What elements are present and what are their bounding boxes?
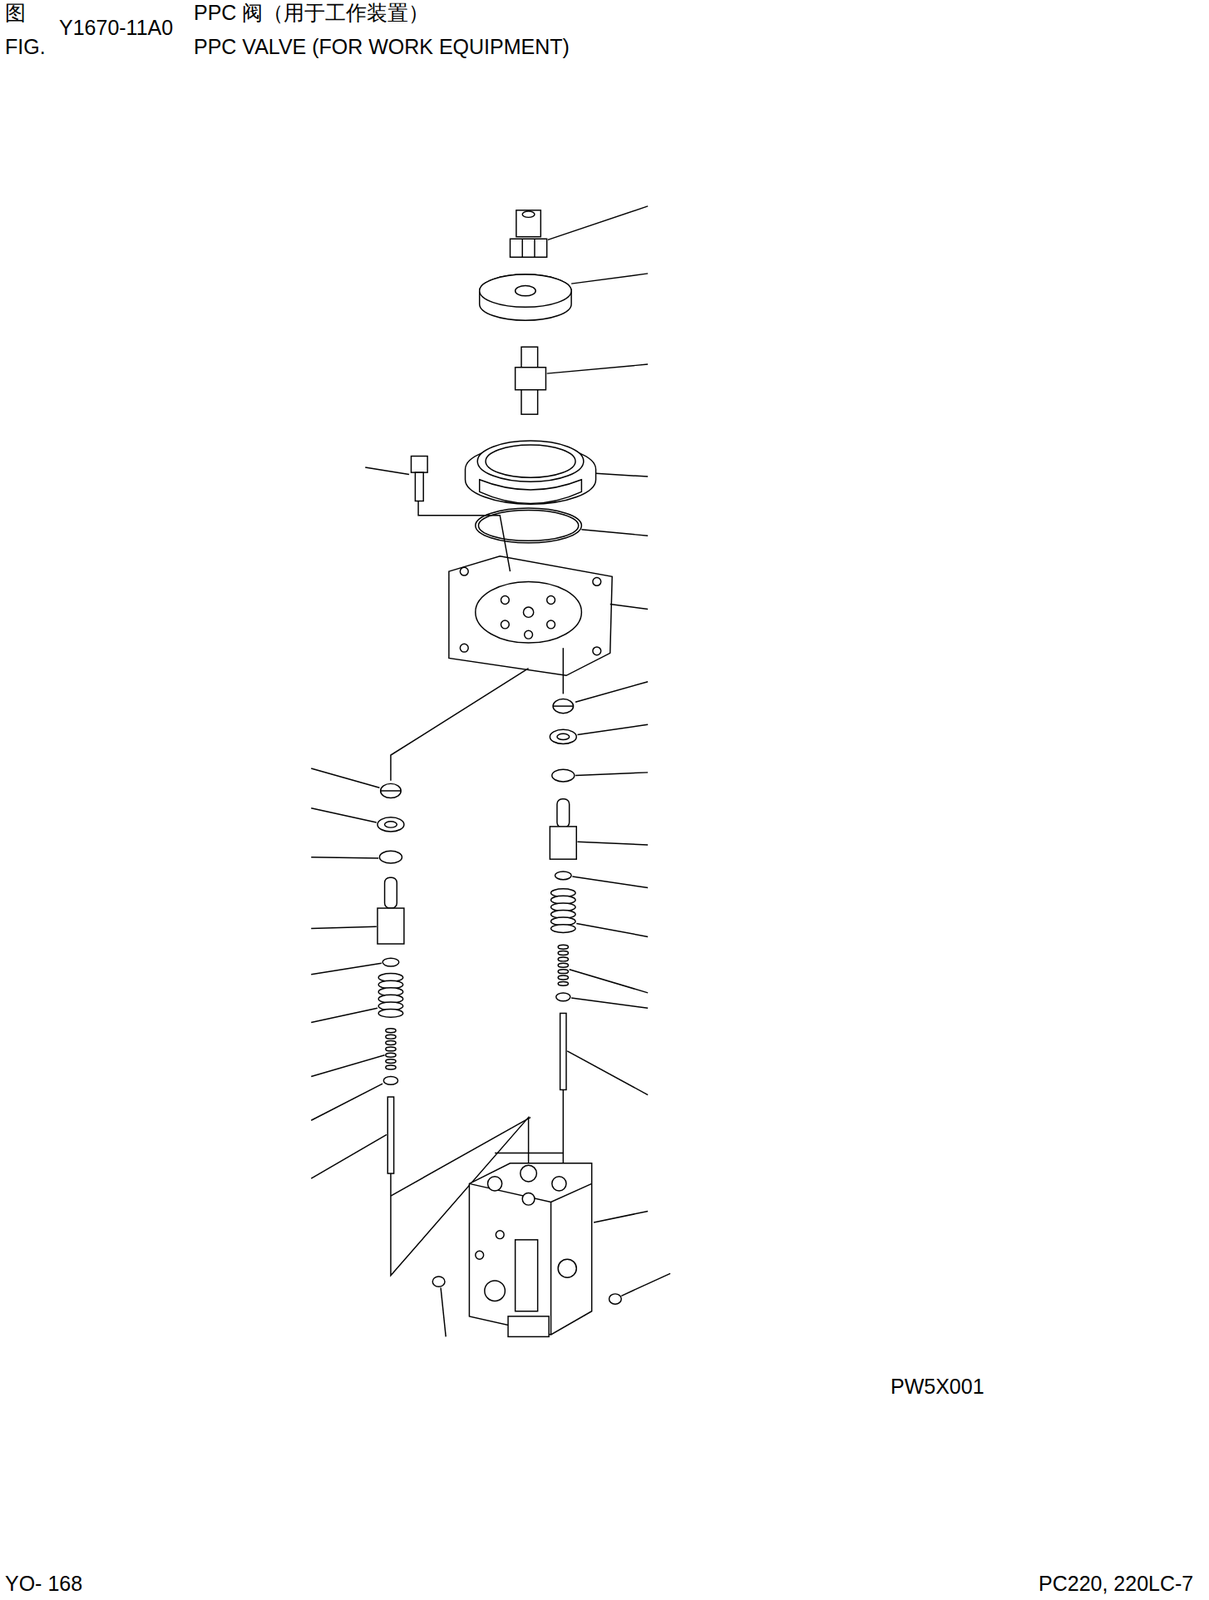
model-name: PC220, 220LC-7	[1038, 1572, 1194, 1596]
fig-label: FIG.	[4, 35, 46, 60]
drawing-code: PW5X001	[890, 1375, 985, 1399]
figure-number: Y1670-11A0	[59, 16, 173, 40]
title-text: PPC 阀（用于工作装置）	[193, 1, 430, 25]
page-number: YO- 168	[4, 1572, 83, 1596]
title-text: PPC VALVE (FOR WORK EQUIPMENT)	[193, 35, 570, 60]
title-glyph: 图	[4, 1, 26, 25]
